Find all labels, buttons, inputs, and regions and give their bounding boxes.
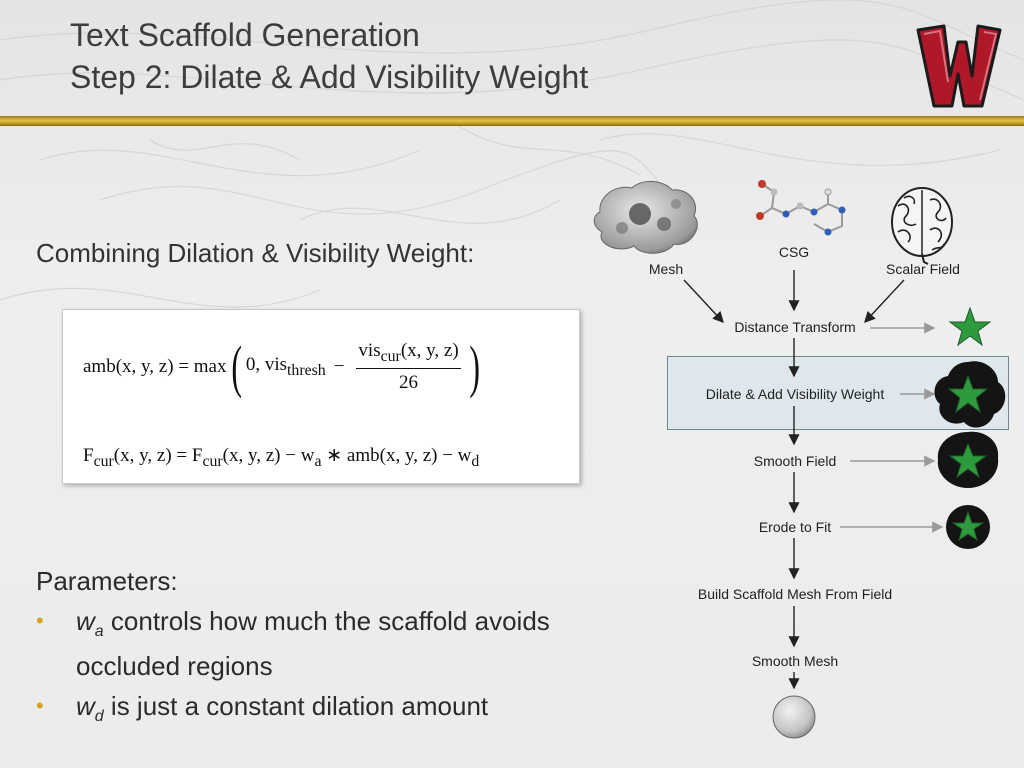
input-label-mesh: Mesh bbox=[648, 261, 684, 277]
dilated-star-icon bbox=[934, 361, 1006, 428]
step-distance-transform: Distance Transform bbox=[734, 319, 856, 335]
formula-ambient: amb(x, y, z) = max ( 0, visthresh − visc… bbox=[83, 338, 484, 396]
param-item-wd: • wd is just a constant dilation amount bbox=[36, 689, 556, 734]
brain-icon bbox=[891, 187, 953, 265]
formula-field-update: Fcur(x, y, z) = Fcur(x, y, z) − wa ∗ amb… bbox=[83, 445, 480, 470]
params-heading: Parameters: bbox=[36, 566, 178, 596]
pipeline-diagram: Mesh CSG Scalar Field Distance Transform… bbox=[580, 170, 1024, 750]
title-line-1: Text Scaffold Generation bbox=[70, 17, 420, 53]
header-divider bbox=[0, 116, 1024, 126]
step-smooth-field: Smooth Field bbox=[753, 453, 837, 469]
fraction-denominator: 26 bbox=[399, 372, 419, 394]
param-text: is just a constant dilation amount bbox=[103, 691, 489, 722]
title-line-2: Step 2: Dilate & Add Visibility Weight bbox=[70, 59, 589, 95]
left-paren: ( bbox=[230, 334, 242, 399]
formula-fraction: viscur(x, y, z) 26 bbox=[356, 340, 461, 395]
param-text: controls how much the scaffold avoids oc… bbox=[76, 606, 550, 682]
university-logo: W bbox=[914, 16, 1002, 108]
param-item-wa: • wa controls how much the scaffold avoi… bbox=[36, 604, 556, 683]
subheading: Combining Dilation & Visibility Weight: bbox=[36, 238, 475, 268]
star-icon bbox=[948, 306, 992, 347]
right-paren: ) bbox=[469, 334, 480, 399]
logo-letter: W bbox=[914, 16, 915, 17]
molecule-icon bbox=[756, 180, 846, 236]
protein-surface-icon bbox=[593, 181, 698, 254]
step-erode-to-fit: Erode to Fit bbox=[758, 519, 832, 535]
formula-ambient-inner: 0, visthresh bbox=[245, 354, 326, 379]
formula-box: amb(x, y, z) = max ( 0, visthresh − visc… bbox=[62, 309, 580, 484]
step-smooth-mesh: Smooth Mesh bbox=[751, 653, 839, 669]
sphere-icon bbox=[772, 695, 816, 739]
bullet-icon: • bbox=[36, 608, 44, 633]
formula-ambient-lhs: amb(x, y, z) = max bbox=[83, 356, 227, 377]
smoothed-star-icon bbox=[937, 431, 999, 488]
fraction-numerator: viscur(x, y, z) bbox=[356, 340, 461, 370]
slide-title: Text Scaffold Generation Step 2: Dilate … bbox=[70, 14, 588, 98]
side-arrows bbox=[840, 322, 944, 533]
params-list: • wa controls how much the scaffold avoi… bbox=[36, 604, 556, 740]
eroded-star-icon bbox=[946, 505, 990, 549]
step-build-scaffold-mesh: Build Scaffold Mesh From Field bbox=[697, 586, 893, 602]
bullet-icon: • bbox=[36, 693, 44, 719]
formula-minus: − bbox=[333, 356, 345, 377]
input-label-scalar-field: Scalar Field bbox=[886, 261, 960, 277]
pipeline-graphics bbox=[593, 180, 1006, 739]
input-arrows bbox=[683, 270, 905, 324]
param-symbol: wd bbox=[76, 691, 104, 726]
input-label-csg: CSG bbox=[778, 244, 810, 260]
step-dilate-visibility: Dilate & Add Visibility Weight bbox=[705, 386, 885, 402]
param-symbol: wa bbox=[76, 606, 104, 641]
